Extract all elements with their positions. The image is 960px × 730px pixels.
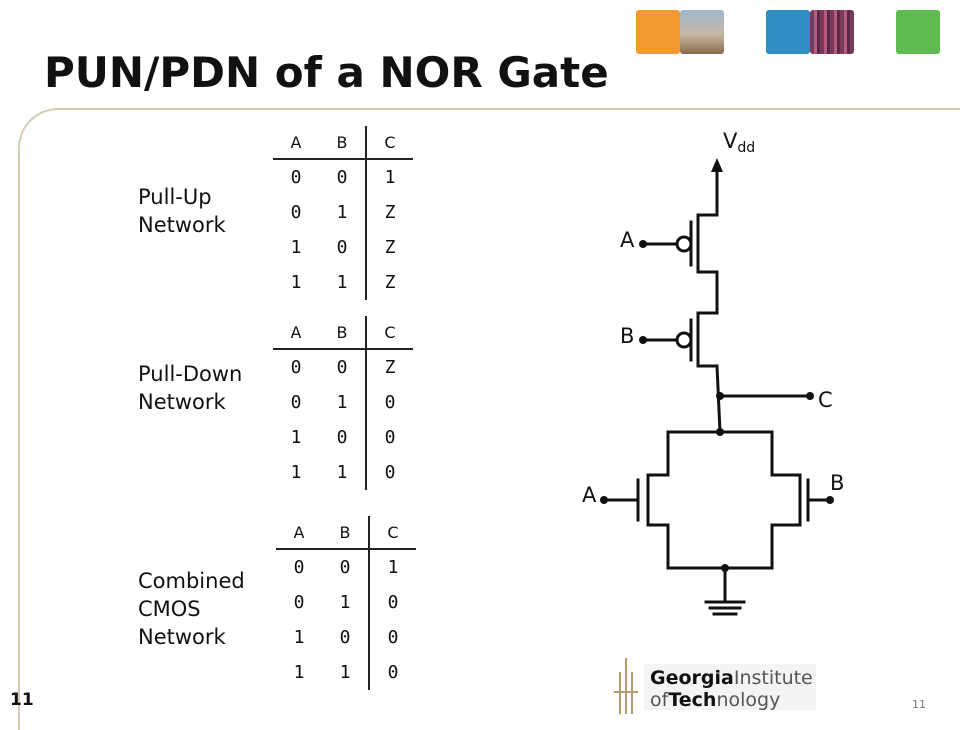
- pmos-bottom-input-label: B: [620, 324, 634, 348]
- header-c: C: [366, 316, 413, 350]
- input-a-bottom-dot: [600, 496, 608, 504]
- header-a: A: [273, 126, 319, 160]
- page-number: 11: [10, 690, 34, 710]
- blue-square-decoration: [766, 10, 810, 54]
- nmos-bottom-junction-dot: [721, 564, 729, 572]
- pmos-top-input-label: A: [620, 228, 635, 252]
- nor-gate-schematic: Vdd A B C A B: [582, 129, 844, 616]
- combined-label: Combined CMOS Network: [138, 569, 245, 649]
- campus-photo-decoration: [680, 10, 724, 54]
- page-number-small: 11: [912, 698, 926, 711]
- pmos-top-inversion-bubble: [675, 235, 693, 253]
- green-square-decoration: [896, 10, 940, 54]
- nmos-top-junction-dot: [716, 428, 724, 436]
- svg-text:ofTechnology: ofTechnology: [650, 689, 780, 711]
- header-c: C: [366, 126, 413, 160]
- pmos-bottom-inversion-bubble: [675, 331, 693, 349]
- header-b: B: [322, 516, 370, 550]
- header-a: A: [276, 516, 322, 550]
- nmos-left-input-label: A: [582, 483, 597, 507]
- nmos-right-input-label: B: [830, 471, 844, 495]
- input-a-top-dot: [639, 240, 647, 248]
- content-panel-border: [18, 108, 960, 730]
- pull-up-label: Pull-Up Network: [138, 185, 226, 237]
- svg-text:GeorgiaInstitute: GeorgiaInstitute: [650, 667, 813, 689]
- orange-square-decoration: [636, 10, 680, 54]
- georgia-tech-logo: GeorgiaInstitute ofTechnology: [614, 658, 816, 714]
- input-b-bottom-dot: [826, 496, 834, 504]
- header-a: A: [273, 316, 319, 350]
- pull-down-label: Pull-Down Network: [138, 362, 243, 414]
- chip-photo-decoration: [810, 10, 854, 54]
- page-title: PUN/PDN of a NOR Gate: [44, 48, 609, 97]
- header-b: B: [319, 316, 367, 350]
- vdd-label: Vdd: [723, 129, 755, 156]
- output-label: C: [818, 388, 833, 412]
- input-b-top-dot: [639, 336, 647, 344]
- output-terminal-dot: [806, 392, 814, 400]
- header-b: B: [319, 126, 367, 160]
- vdd-arrowhead: [711, 158, 723, 172]
- output-junction-dot: [716, 392, 724, 400]
- header-c: C: [369, 516, 416, 550]
